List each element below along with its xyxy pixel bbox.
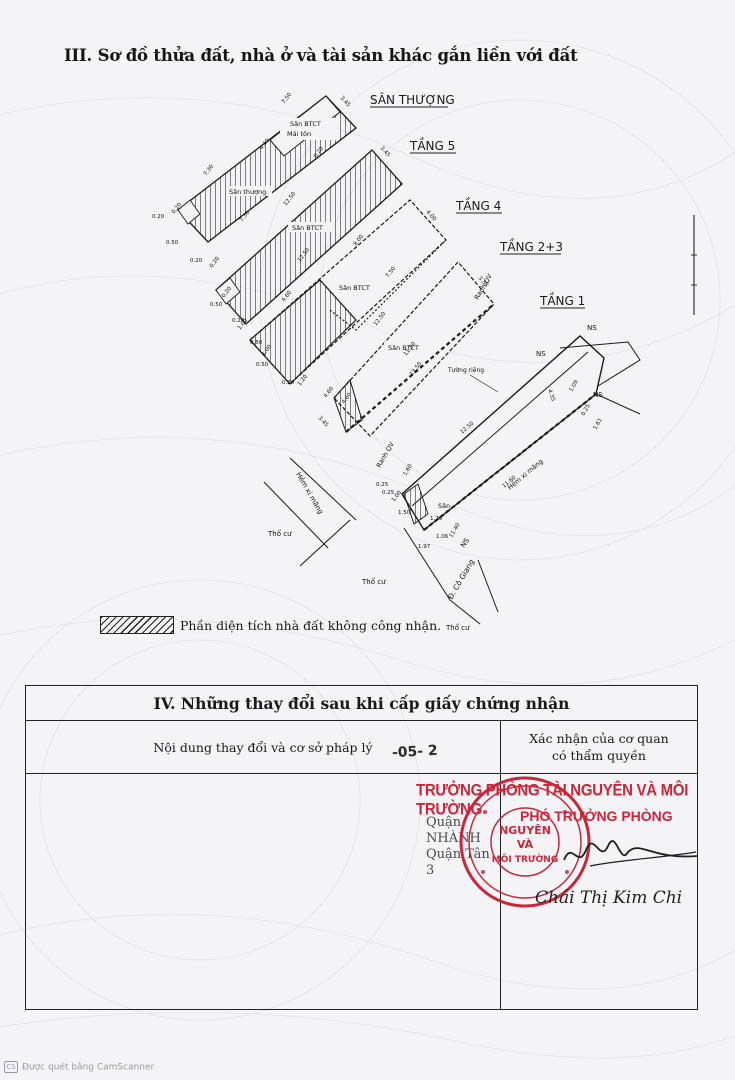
label-ranh-qv-low: Ranh QV bbox=[375, 440, 396, 469]
dim: 0.25 bbox=[382, 490, 395, 496]
label-mai-ton: Mái tôn bbox=[287, 130, 311, 138]
label-road: Đ. Cô Giang bbox=[446, 557, 476, 601]
column-header-certification-line-2: có thẩm quyền bbox=[552, 748, 646, 763]
dim: 1.60 bbox=[403, 463, 415, 477]
dim: 0.20 bbox=[209, 255, 222, 269]
background-stamp-text: Quận NHÀNH Quận Tân 3 bbox=[426, 815, 496, 895]
seal-line-1: NGUYÊN bbox=[499, 824, 551, 837]
column-header-changes: Nội dung thay đổi và cơ sở pháp lý bbox=[153, 739, 373, 755]
camscanner-icon: CS bbox=[4, 1061, 18, 1073]
dim: 0.50 bbox=[210, 302, 223, 308]
bg-line: Quận bbox=[426, 815, 462, 830]
legend: Phần diện tích nhà đất không công nhận. bbox=[100, 616, 441, 634]
label-san-btct-4: Sân BTCT bbox=[339, 284, 370, 292]
footer-text: Được quét bằng CamScanner bbox=[22, 1062, 155, 1073]
column-header-certification-line-1: Xác nhận của cơ quan bbox=[529, 731, 669, 746]
dim: 12.50 bbox=[373, 311, 388, 327]
label-ns-4: NS bbox=[459, 536, 471, 549]
label-hem-xi-mang-right: Hẻm xi măng bbox=[506, 457, 545, 491]
dim: 1.97 bbox=[418, 544, 431, 550]
bg-line: 3 bbox=[426, 863, 435, 878]
label-tuong-rieng: Tường riêng bbox=[447, 367, 484, 374]
label-san-btct-2-3: Sân BTCT bbox=[388, 344, 419, 352]
rooftop-plan: Sân BTCT Mái tôn Sân thượng bbox=[177, 95, 357, 243]
floor-2-3-plan: Sân BTCT bbox=[333, 261, 495, 437]
floor-label-1: TẦNG 1 bbox=[539, 292, 585, 308]
dim: 1.79 bbox=[430, 516, 443, 522]
label-san-btct-roof: Sân BTCT bbox=[290, 120, 321, 128]
dim: 0.20 bbox=[190, 258, 203, 264]
label-san-thuong: Sân thượng bbox=[229, 188, 266, 196]
seal-line-3: MÔI TRƯỜNG bbox=[492, 853, 558, 865]
signer-name: Chái Thị Kim Chi bbox=[535, 888, 683, 908]
bg-line: NHÀNH bbox=[426, 831, 481, 846]
official-seal: NGUYÊN VÀ MÔI TRƯỜNG bbox=[459, 776, 591, 908]
column-header-certification: Xác nhận của cơ quan có thẩm quyền bbox=[501, 721, 697, 773]
legend-text: Phần diện tích nhà đất không công nhận. bbox=[180, 617, 442, 633]
header-divider bbox=[26, 773, 697, 775]
section-4-title: IV. Những thay đổi sau khi cấp giấy chứn… bbox=[26, 686, 697, 721]
label-san-btct-5: Sân BTCT bbox=[292, 224, 323, 232]
scanner-footer: CS Được quét bằng CamScanner bbox=[4, 1061, 154, 1073]
stamp-subtitle: PHÓ TRƯỞNG PHÒNG bbox=[520, 808, 673, 824]
dim: 1.61 bbox=[593, 417, 604, 431]
dim: 3.45 bbox=[379, 145, 392, 158]
dim: 12.50 bbox=[283, 191, 298, 207]
changes-table: IV. Những thay đổi sau khi cấp giấy chứn… bbox=[25, 685, 698, 1010]
label-hem-xi-mang-left: Hẻm xi măng bbox=[294, 471, 324, 516]
label-ns-2: NS bbox=[536, 350, 546, 358]
dim: 11.40 bbox=[449, 522, 462, 539]
dim: 1.09 bbox=[569, 379, 581, 393]
legend-hatch-swatch bbox=[100, 616, 174, 634]
label-ns-3: NS bbox=[593, 391, 603, 399]
dim: 0.20 bbox=[152, 214, 165, 220]
section-3-title: III. Sơ đồ thửa đất, nhà ở và tài sản kh… bbox=[64, 46, 578, 65]
label-tho-cu-1: Thổ cư bbox=[267, 529, 292, 538]
label-tho-cu-3: Thổ cư bbox=[445, 623, 470, 632]
dim: 7.30 bbox=[203, 163, 216, 177]
dim: 7.50 bbox=[281, 91, 294, 105]
label-tho-cu-2: Thổ cư bbox=[361, 577, 386, 586]
dim: 1.50 bbox=[398, 510, 411, 516]
bg-line: Quận Tân bbox=[426, 847, 490, 862]
dim: 0.20 bbox=[232, 318, 245, 324]
dim: 3.45 bbox=[339, 95, 352, 108]
floor-label-2-3: TẦNG 2+3 bbox=[499, 238, 563, 254]
dim: 0.50 bbox=[166, 240, 179, 246]
date-scrawl: -05- 2 bbox=[391, 742, 439, 762]
seal-line-2: VÀ bbox=[517, 838, 534, 851]
dim: 1.06 bbox=[436, 534, 449, 540]
floor-plan-diagram: SÂN THƯỢNG TẦNG 5 TẦNG 4 TẦNG 2+3 TẦNG 1… bbox=[152, 91, 641, 632]
floor-4-plan: Sân BTCT bbox=[249, 199, 447, 385]
stamp-heading: TRƯỞNG PHÒNG TÀI NGUYÊN VÀ MÔI TRƯỜNG bbox=[416, 780, 689, 820]
dim: 0.25 bbox=[581, 403, 593, 417]
floor-1-plan: Tường riêng Sân NS NS NS NS Hẻm xi măng bbox=[401, 324, 641, 549]
label-san: Sân bbox=[438, 502, 450, 510]
dim: 0.50 bbox=[256, 362, 269, 368]
dim: 0.20 bbox=[282, 380, 295, 386]
edge-marks bbox=[691, 215, 697, 315]
label-ns-1: NS bbox=[587, 324, 597, 332]
handwritten-signature bbox=[563, 840, 699, 867]
floor-label-5: TẦNG 5 bbox=[409, 137, 455, 153]
dim: 3.45 bbox=[317, 415, 330, 428]
floor-label-rooftop: SÂN THƯỢNG bbox=[370, 92, 455, 107]
dim: 0.25 bbox=[376, 482, 389, 488]
dim: 4.60 bbox=[323, 385, 336, 399]
floor-label-4: TẦNG 4 bbox=[455, 197, 501, 213]
dim: 4.35 bbox=[546, 389, 556, 403]
dim: 0.50 bbox=[250, 340, 263, 346]
floor-5-plan: Sân BTCT bbox=[215, 149, 403, 325]
